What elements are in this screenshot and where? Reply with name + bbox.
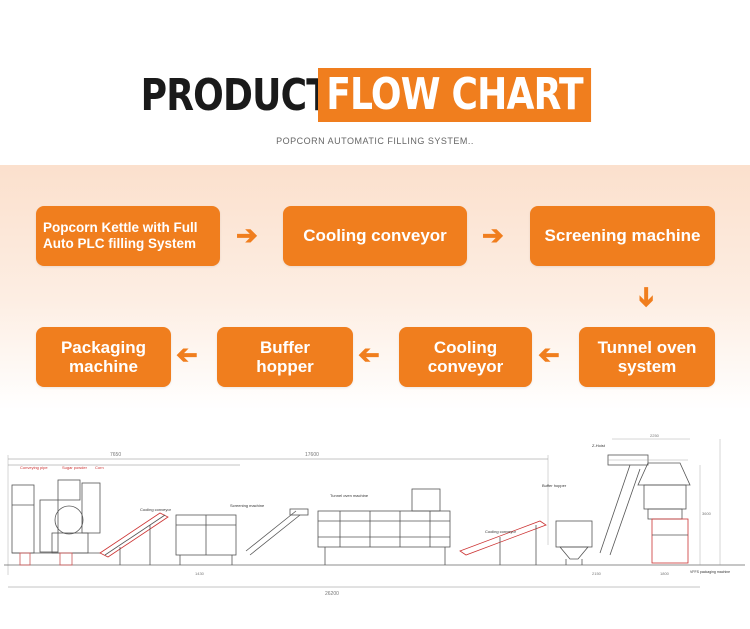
label-cooling-conveyor-1: Cooling conveyor bbox=[140, 507, 172, 512]
label-cooling-conveyor-2: Cooling conveyor bbox=[485, 529, 517, 534]
flow-step-label: Cooling conveyor bbox=[303, 226, 447, 245]
z-hoist bbox=[599, 454, 688, 556]
arrow-down-icon: ➔ bbox=[631, 286, 662, 308]
label-sugar-powder: Sugar powder bbox=[62, 465, 88, 470]
arrow-left-icon: ➔ bbox=[358, 341, 380, 371]
dim-d7: 2150 bbox=[592, 571, 602, 576]
label-buffer-hopper: Buffer hopper bbox=[542, 483, 567, 488]
flow-step-label: Packaging machine bbox=[60, 338, 147, 376]
incline-conveyor bbox=[245, 508, 309, 556]
flow-step-cooling-conveyor-1: Cooling conveyor bbox=[283, 206, 467, 266]
flow-step-label: Tunnel oven system bbox=[597, 338, 697, 376]
dim-d3: 2250 bbox=[650, 433, 660, 438]
page-title: PRODUCT FLOW CHART bbox=[0, 68, 750, 122]
arrow-right-icon: ➔ bbox=[482, 220, 504, 250]
arrow-left-icon: ➔ bbox=[176, 341, 198, 371]
flow-step-label: Screening machine bbox=[544, 226, 701, 245]
flow-step-packaging-machine: Packaging machine bbox=[36, 327, 171, 387]
dim-d1: 1430 bbox=[195, 571, 205, 576]
flow-step-cooling-conveyor-2: Cooling conveyor bbox=[399, 327, 532, 387]
flow-step-screening-machine: Screening machine bbox=[530, 206, 715, 266]
arrow-left-icon: ➔ bbox=[538, 341, 560, 371]
flow-step-tunnel-oven: Tunnel oven system bbox=[579, 327, 715, 387]
layout-drawing: 7650 17600 26200 Conveying pipe Sugar po… bbox=[0, 425, 750, 629]
buffer-hopper bbox=[555, 520, 593, 565]
label-conveying-pipe: Conveying pipe bbox=[20, 465, 48, 470]
line-drawing: 7650 17600 26200 Conveying pipe Sugar po… bbox=[4, 433, 745, 597]
dim-total-top: 17600 bbox=[305, 452, 319, 458]
label-screening-machine: Screening machine bbox=[230, 503, 265, 508]
kettle-machine bbox=[11, 479, 101, 566]
packaging-machine bbox=[637, 439, 721, 565]
flow-step-label: Popcorn Kettle with Full Auto PLC fillin… bbox=[43, 220, 198, 251]
dim-left-top: 7650 bbox=[110, 452, 121, 458]
flow-step-popcorn-kettle: Popcorn Kettle with Full Auto PLC fillin… bbox=[36, 206, 220, 266]
flow-step-label: Cooling conveyor bbox=[427, 338, 504, 376]
cooling-conveyor-2 bbox=[459, 520, 547, 565]
label-z-hoist: Z-Hoist bbox=[592, 443, 606, 448]
arrow-right-icon: ➔ bbox=[236, 220, 258, 250]
label-corn: Corn bbox=[95, 465, 104, 470]
label-tunnel-oven: Tunnel oven machine bbox=[330, 493, 369, 498]
flow-step-buffer-hopper: Buffer hopper bbox=[217, 327, 353, 387]
title-part-product: PRODUCT bbox=[140, 69, 331, 121]
page-subtitle: POPCORN AUTOMATIC FILLING SYSTEM.. bbox=[276, 136, 474, 146]
header: PRODUCT FLOW CHART POPCORN AUTOMATIC FIL… bbox=[0, 0, 750, 165]
label-packaging: VFFS packaging machine bbox=[690, 570, 730, 574]
tunnel-oven bbox=[317, 488, 451, 565]
flow-step-label: Buffer hopper bbox=[256, 338, 314, 376]
title-part-flow-chart: FLOW CHART bbox=[318, 68, 592, 122]
dim-d6: 1800 bbox=[660, 571, 670, 576]
cooling-conveyor-1 bbox=[99, 512, 169, 565]
dim-total-bottom: 26200 bbox=[325, 591, 339, 597]
dim-d8: 3600 bbox=[702, 511, 712, 516]
screening-machine bbox=[175, 514, 237, 565]
